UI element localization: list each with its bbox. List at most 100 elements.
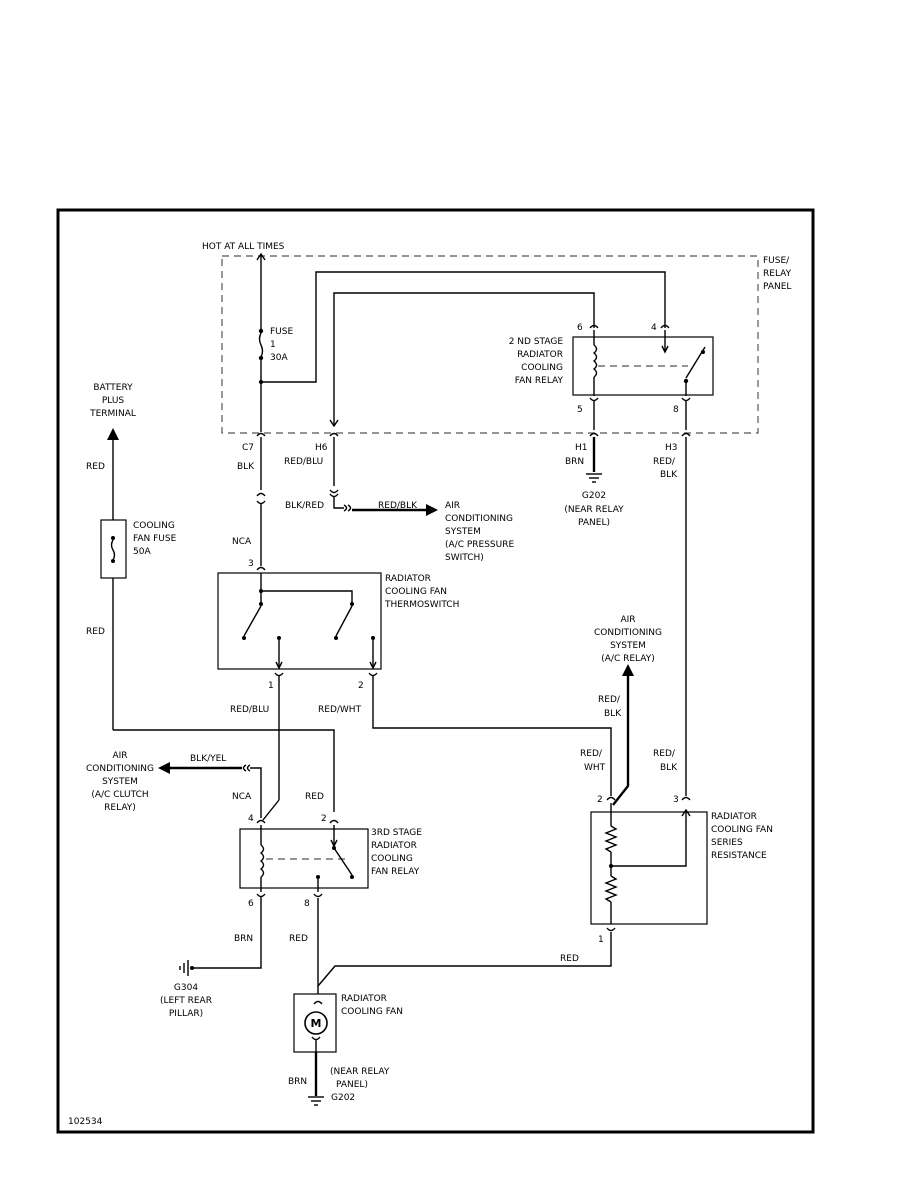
ac-relay-label-4: (A/C RELAY) bbox=[601, 654, 654, 664]
relay-2nd-stage bbox=[572, 324, 714, 430]
thermo-label-2: COOLING FAN bbox=[385, 587, 447, 597]
series-resistance bbox=[317, 796, 708, 987]
battery-label-1: BATTERY bbox=[93, 383, 133, 393]
res-label-3: SERIES bbox=[711, 838, 743, 848]
fuse-panel-label-2: RELAY bbox=[763, 269, 792, 279]
res-label-4: RESISTANCE bbox=[711, 851, 767, 861]
red-wht-lower-label: RED/WHT bbox=[318, 705, 362, 715]
relay3-label-1: 3RD STAGE bbox=[371, 828, 422, 838]
res-pin2: 2 bbox=[597, 795, 603, 805]
relay2-label-4: FAN RELAY bbox=[515, 376, 564, 386]
g202-top-label: G202 bbox=[582, 491, 606, 501]
red-wht-right-label-2: WHT bbox=[584, 763, 606, 773]
relay3-pin4: 4 bbox=[248, 814, 254, 824]
h6-wire-label: RED/BLU bbox=[284, 457, 323, 467]
hot-at-all-times-label: HOT AT ALL TIMES bbox=[202, 242, 285, 252]
relay2-label-1: 2 ND STAGE bbox=[509, 337, 564, 347]
res-label-2: COOLING FAN bbox=[711, 825, 773, 835]
fuse-relay-panel-boundary bbox=[221, 255, 759, 434]
red-blk-right-label-1: RED/ bbox=[653, 749, 676, 759]
battery-label-3: TERMINAL bbox=[89, 409, 136, 419]
diagram-labels: HOT AT ALL TIMES FUSE/ RELAY PANEL FUSE … bbox=[68, 242, 792, 1127]
red-blk-mid-label-2: BLK bbox=[604, 709, 622, 719]
relay3-label-3: COOLING bbox=[371, 854, 413, 864]
ac-clutch-label-3: SYSTEM bbox=[102, 777, 138, 787]
ground-g304 bbox=[179, 897, 262, 976]
brn-bottom-label: BRN bbox=[288, 1077, 307, 1087]
h1-label: H1 bbox=[575, 443, 588, 453]
ac-press-label-5: SWITCH) bbox=[445, 553, 484, 563]
res-pin3: 3 bbox=[673, 795, 679, 805]
g202-bottom-label: G202 bbox=[331, 1093, 355, 1103]
red-left-label: RED bbox=[86, 627, 105, 637]
relay2-label-3: COOLING bbox=[521, 363, 563, 373]
blk-red-label: BLK/RED bbox=[285, 501, 324, 511]
figure-id: 102534 bbox=[68, 1117, 103, 1127]
fan-label-2: COOLING FAN bbox=[341, 1007, 403, 1017]
ac-relay-label-1: AIR bbox=[620, 615, 635, 625]
ground-g202-top bbox=[586, 473, 602, 483]
panel-connectors bbox=[256, 432, 691, 796]
cool-fuse-label-1: COOLING bbox=[133, 521, 175, 531]
res-pin1: 1 bbox=[598, 935, 604, 945]
thermo-pin3: 3 bbox=[248, 559, 254, 569]
g304-label: G304 bbox=[174, 983, 198, 993]
red-relay3-label: RED bbox=[305, 792, 324, 802]
ac-clutch-label-2: CONDITIONING bbox=[86, 764, 154, 774]
thermo-pin2: 2 bbox=[358, 681, 364, 691]
battery-label-2: PLUS bbox=[102, 396, 125, 406]
res-label-1: RADIATOR bbox=[711, 812, 757, 822]
red-blk-mid-label-1: RED/ bbox=[598, 695, 621, 705]
ac-clutch-label-4: (A/C CLUTCH bbox=[91, 790, 148, 800]
nca-wire bbox=[256, 492, 266, 571]
hot-feed bbox=[256, 252, 666, 432]
ac-clutch-label-1: AIR bbox=[112, 751, 127, 761]
ac-pressure-branch bbox=[329, 489, 438, 516]
fuse-panel-label-1: FUSE/ bbox=[763, 256, 790, 266]
left-rear-label-2: PILLAR) bbox=[169, 1009, 203, 1019]
ac-relay-label-3: SYSTEM bbox=[610, 641, 646, 651]
diagram-frame bbox=[56, 208, 815, 1134]
cool-fuse-label-2: FAN FUSE bbox=[133, 534, 177, 544]
red-wht-right-label-1: RED/ bbox=[580, 749, 603, 759]
ac-relay-label-2: CONDITIONING bbox=[594, 628, 662, 638]
battery-feed bbox=[100, 428, 335, 812]
red-blk-ac-label: RED/BLK bbox=[378, 501, 418, 511]
relay2-label-2: RADIATOR bbox=[517, 350, 563, 360]
ac-relay-branch bbox=[612, 664, 634, 806]
relay2-pin8: 8 bbox=[673, 405, 679, 415]
brn-g304-label: BRN bbox=[234, 934, 253, 944]
relay2-pin4: 4 bbox=[651, 323, 657, 333]
fuse1-label-2: 1 bbox=[270, 340, 276, 350]
ac-clutch-label-5: RELAY) bbox=[104, 803, 136, 813]
thermoswitch-outputs bbox=[262, 676, 612, 821]
motor-symbol-label: M bbox=[311, 1017, 322, 1030]
near-relay-bottom-2: PANEL) bbox=[336, 1080, 368, 1090]
g202-top-near-2: PANEL) bbox=[578, 518, 610, 528]
fuse1-label-3: 30A bbox=[270, 353, 288, 363]
relay3-pin8: 8 bbox=[304, 899, 310, 909]
ac-press-label-2: CONDITIONING bbox=[445, 514, 513, 524]
h1-wire-label: BRN bbox=[565, 457, 584, 467]
red-fan-label: RED bbox=[289, 934, 308, 944]
ac-press-label-4: (A/C PRESSURE bbox=[445, 540, 514, 550]
relay-3rd-stage bbox=[239, 819, 369, 898]
nca-label-2: NCA bbox=[232, 792, 252, 802]
h6-label: H6 bbox=[315, 443, 328, 453]
h3-wire-label-1: RED/ bbox=[653, 457, 676, 467]
thermo-pin1: 1 bbox=[268, 681, 274, 691]
relay3-label-4: FAN RELAY bbox=[371, 867, 420, 877]
cool-fuse-label-3: 50A bbox=[133, 547, 151, 557]
ac-press-label-3: SYSTEM bbox=[445, 527, 481, 537]
h3-wire-label-2: BLK bbox=[660, 470, 678, 480]
near-relay-bottom-1: (NEAR RELAY bbox=[330, 1067, 390, 1077]
fuse-panel-label-3: PANEL bbox=[763, 282, 791, 292]
thermoswitch bbox=[217, 572, 382, 677]
red-res-label: RED bbox=[560, 954, 579, 964]
fuse1-label-1: FUSE bbox=[270, 327, 293, 337]
fan-label-1: RADIATOR bbox=[341, 994, 387, 1004]
g202-top-near-1: (NEAR RELAY bbox=[564, 505, 624, 515]
red-blu-lower-label: RED/BLU bbox=[230, 705, 269, 715]
thermo-label-1: RADIATOR bbox=[385, 574, 431, 584]
